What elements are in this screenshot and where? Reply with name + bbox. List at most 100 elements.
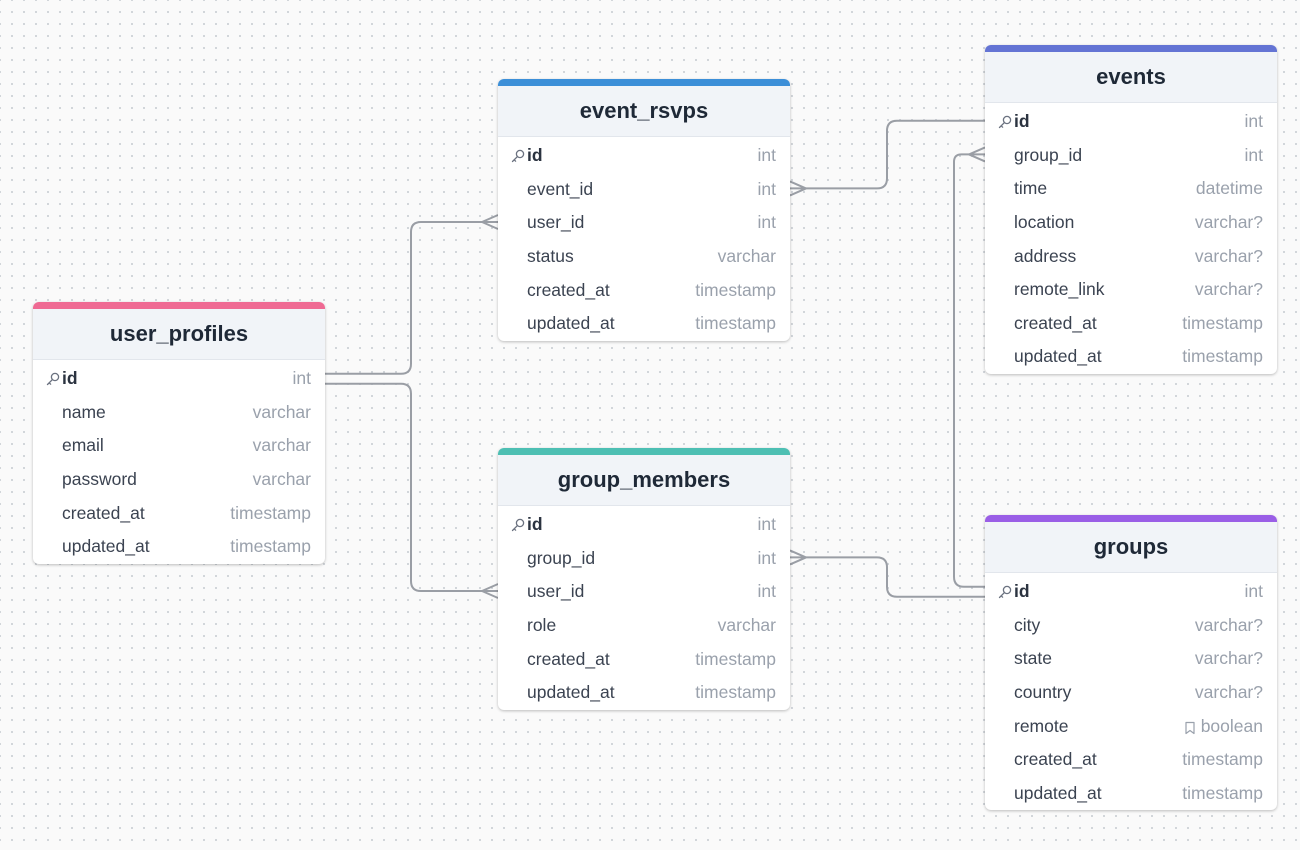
column-name: id bbox=[62, 368, 78, 389]
crows-foot-group-members-user-id[interactable] bbox=[481, 583, 499, 599]
column-type: varchar? bbox=[1195, 212, 1263, 233]
column-row-address[interactable]: address varchar? bbox=[985, 239, 1277, 273]
relation-user-profiles-event-rsvps[interactable] bbox=[325, 221, 482, 375]
column-name: created_at bbox=[1014, 312, 1097, 333]
column-row-created-at[interactable]: created_at timestamp bbox=[33, 496, 325, 530]
column-type-label: boolean bbox=[1200, 715, 1263, 736]
column-name: created_at bbox=[527, 279, 610, 300]
column-row-time[interactable]: time datetime bbox=[985, 172, 1277, 206]
column-type: varchar bbox=[718, 246, 776, 267]
column-name: event_id bbox=[527, 178, 594, 199]
column-row-remote[interactable]: remote boolean bbox=[985, 709, 1277, 743]
table-name[interactable]: events bbox=[985, 52, 1277, 103]
table-name[interactable]: event_rsvps bbox=[498, 86, 790, 137]
column-row-updated-at[interactable]: updated_at timestamp bbox=[498, 307, 790, 341]
column-row-id[interactable]: id int bbox=[498, 139, 790, 173]
column-name: state bbox=[1014, 648, 1052, 669]
column-type-label: int bbox=[757, 178, 776, 199]
column-name: address bbox=[1014, 245, 1077, 266]
crows-foot-event-rsvps-event-id[interactable] bbox=[789, 180, 807, 197]
column-type-label: timestamp bbox=[230, 536, 311, 557]
column-row-event-id[interactable]: event_id int bbox=[498, 173, 790, 207]
column-name: id bbox=[527, 145, 543, 166]
column-name: id bbox=[527, 514, 543, 535]
column-name: updated_at bbox=[527, 313, 615, 334]
column-type: int bbox=[758, 514, 776, 535]
column-type-label: timestamp bbox=[230, 502, 311, 523]
column-type: boolean bbox=[1184, 716, 1263, 737]
column-name: group_id bbox=[527, 547, 596, 568]
relation-groups-group-members[interactable] bbox=[806, 556, 985, 598]
crows-foot-event-rsvps-user-id[interactable] bbox=[481, 214, 499, 230]
relation-user-profiles-group-members[interactable] bbox=[325, 382, 482, 592]
column-row-updated-at[interactable]: updated_at timestamp bbox=[33, 530, 325, 564]
column-type: timestamp bbox=[695, 313, 776, 334]
column-type-label: varchar? bbox=[1194, 245, 1263, 266]
column-type-label: varchar? bbox=[1194, 279, 1263, 300]
column-type: int bbox=[758, 145, 776, 166]
relation-events-event-rsvps[interactable] bbox=[806, 119, 985, 190]
bookmark-icon bbox=[1184, 719, 1196, 735]
column-type-label: timestamp bbox=[695, 279, 776, 300]
column-type-label: timestamp bbox=[695, 648, 776, 669]
column-name: updated_at bbox=[62, 536, 150, 557]
column-type-label: varchar? bbox=[1194, 212, 1263, 233]
column-name: remote bbox=[1014, 715, 1069, 736]
table-name[interactable]: groups bbox=[985, 522, 1277, 573]
column-type-label: varchar bbox=[252, 469, 311, 490]
crows-foot-events-group-id[interactable] bbox=[968, 146, 986, 163]
column-row-created-at[interactable]: created_at timestamp bbox=[985, 307, 1277, 341]
key-icon bbox=[510, 517, 526, 533]
column-row-email[interactable]: email varchar bbox=[33, 429, 325, 463]
column-type: timestamp bbox=[1182, 313, 1263, 334]
column-type-label: datetime bbox=[1195, 178, 1263, 199]
column-type: int bbox=[758, 548, 776, 569]
relation-groups-events[interactable] bbox=[953, 153, 985, 588]
column-name: time bbox=[1014, 178, 1048, 199]
crows-foot-group-members-group-id[interactable] bbox=[789, 549, 807, 566]
table-accent-bar bbox=[498, 79, 790, 86]
column-type-label: varchar bbox=[252, 435, 311, 456]
table-name[interactable]: group_members bbox=[498, 455, 790, 506]
column-name: email bbox=[62, 435, 104, 456]
column-row-created-at[interactable]: created_at timestamp bbox=[498, 642, 790, 676]
column-row-id[interactable]: id int bbox=[498, 508, 790, 542]
column-type-label: timestamp bbox=[1182, 782, 1263, 803]
column-row-group-id[interactable]: group_id int bbox=[498, 542, 790, 576]
table-name[interactable]: user_profiles bbox=[33, 309, 325, 360]
column-name: created_at bbox=[62, 502, 145, 523]
column-row-created-at[interactable]: created_at timestamp bbox=[498, 273, 790, 307]
column-type: int bbox=[1245, 145, 1263, 166]
column-name: user_id bbox=[527, 581, 585, 602]
column-name: created_at bbox=[527, 648, 610, 669]
column-type: int bbox=[758, 212, 776, 233]
key-icon bbox=[45, 371, 61, 387]
column-type: timestamp bbox=[695, 649, 776, 670]
